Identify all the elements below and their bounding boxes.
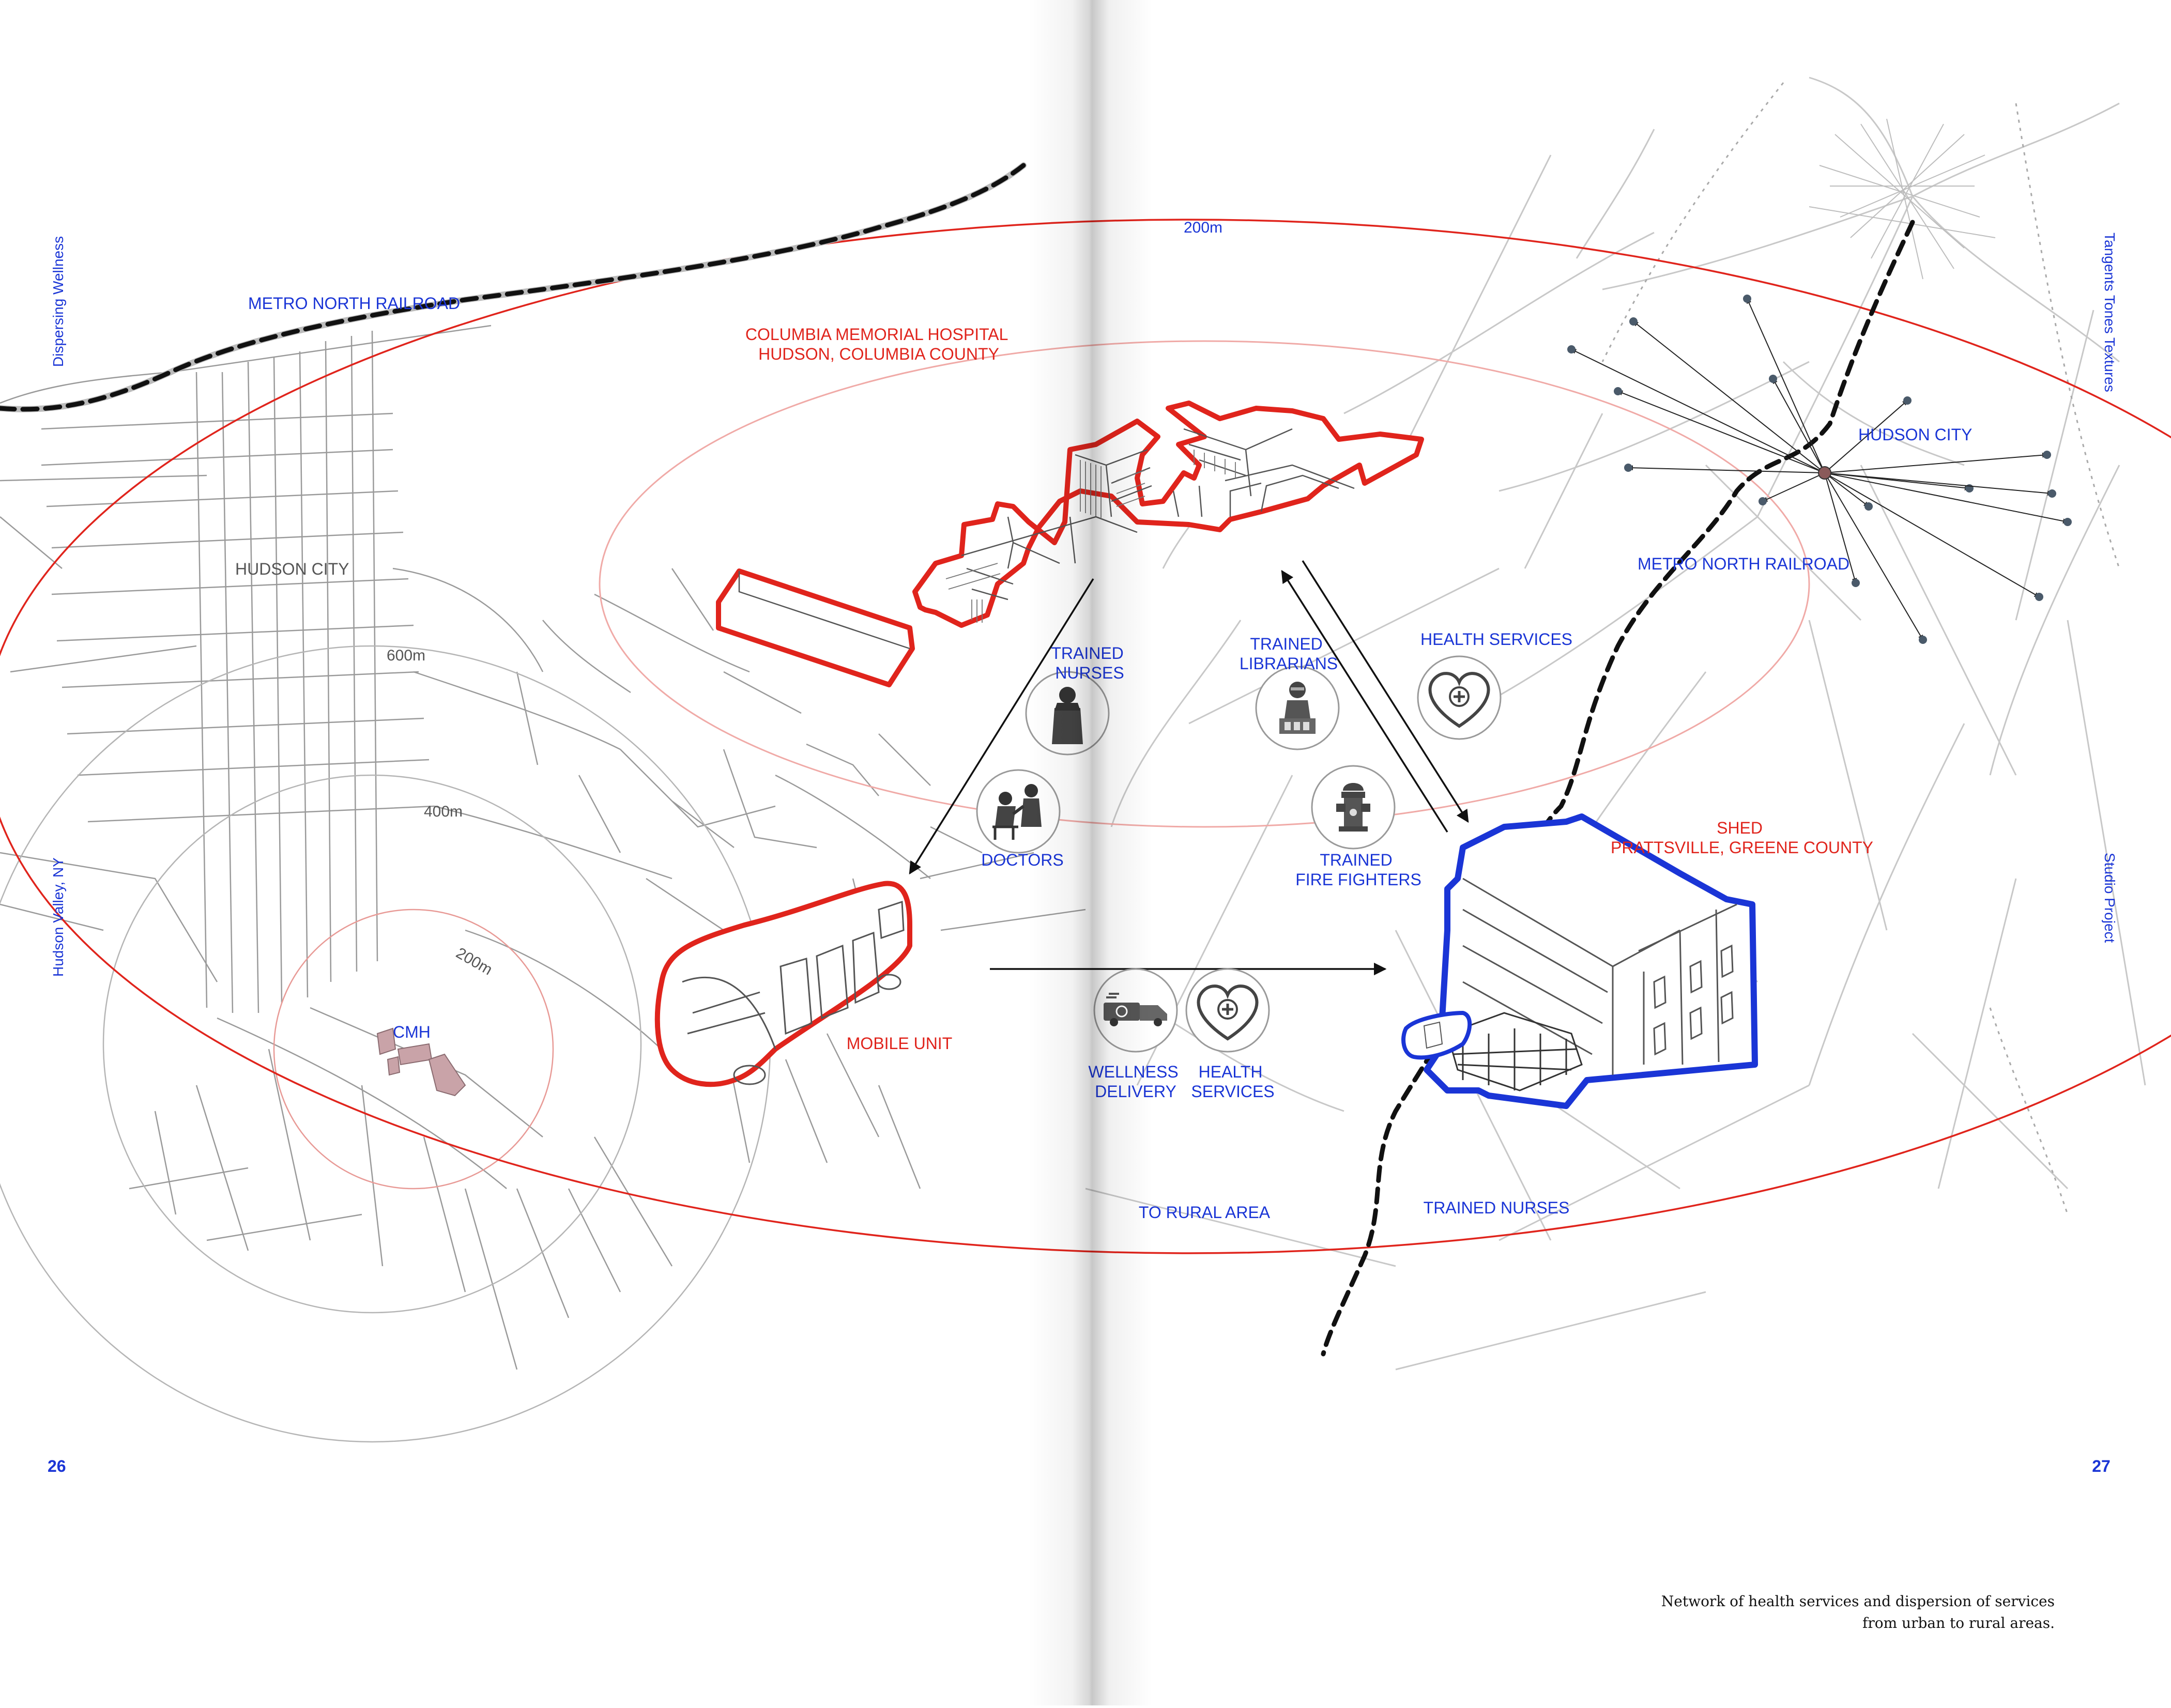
metro-north-railroad — [0, 162, 1915, 1357]
radial-link — [1633, 321, 1825, 473]
arrow-hospital-to-shed — [1302, 560, 1469, 823]
network-node — [2035, 593, 2043, 601]
radial-link — [1617, 390, 1825, 473]
network-node — [2048, 489, 2056, 498]
sidebar-bottom-right: Studio Project — [2102, 853, 2118, 943]
map-text: Dispersing Wellness Hudson Valley, NY Ta… — [48, 219, 2118, 1475]
network-node — [1567, 345, 1576, 353]
ring-hospital-area — [599, 340, 1810, 828]
health-services-top-label: HEALTH SERVICES — [1420, 630, 1572, 649]
caption-line-2: from urban to rural areas. — [1862, 1614, 2055, 1632]
heart-plus-icon — [1417, 655, 1502, 740]
trained-nurses-label: TRAINED NURSES — [1051, 644, 1128, 682]
radial-link — [1824, 472, 2053, 496]
columbia-memorial-hospital-building — [716, 401, 1424, 687]
delivery-truck-icon — [1093, 968, 1178, 1053]
radial-link — [1824, 400, 1908, 473]
ring-200m-small — [273, 909, 554, 1190]
network-node — [1614, 387, 1622, 395]
radial-link — [1772, 378, 1825, 473]
radial-link — [1628, 465, 1825, 473]
network-node — [1629, 317, 1638, 326]
heart-plus-icon — [1185, 968, 1270, 1053]
arrow-shed-to-hospital — [1281, 570, 1448, 833]
sidebar-top-right: Tangents Tones Textures — [2102, 233, 2118, 392]
network-node — [1769, 375, 1777, 383]
librarian-icon — [1255, 666, 1340, 750]
rural-tracks — [1601, 82, 2120, 1215]
trained-librarians-label: TRAINED LIBRARIANS — [1240, 635, 1338, 673]
hudson-city-label-right: HUDSON CITY — [1858, 425, 1972, 444]
network-node — [2043, 451, 2051, 459]
doctor-patient-icon — [976, 769, 1061, 854]
radial-link — [1571, 349, 1825, 473]
railroad-label-right: METRO NORTH RAILROAD — [1638, 555, 1849, 573]
fire-hydrant-icon — [1311, 765, 1396, 850]
trained-nurses-bottom-label: TRAINED NURSES — [1424, 1198, 1570, 1217]
sidebar-top-left: Dispersing Wellness — [50, 236, 66, 367]
hudson-city-label-left: HUDSON CITY — [235, 560, 349, 578]
network-node — [1624, 464, 1632, 472]
ring-400m — [102, 774, 642, 1314]
radial-link — [1747, 298, 1825, 473]
railroad-label-left: METRO NORTH RAILROAD — [248, 294, 460, 313]
sidebar-bottom-left: Hudson Valley, NY — [50, 857, 66, 977]
ring-200m-small-label: 200m — [453, 944, 495, 978]
ring-200m-large-label: 200m — [1184, 219, 1222, 236]
cmh-label: CMH — [393, 1023, 431, 1041]
page-number-left: 26 — [48, 1457, 66, 1475]
radial-link — [1824, 472, 2068, 524]
mobile-unit-label: MOBILE UNIT — [847, 1034, 952, 1053]
hospital-label: COLUMBIA MEMORIAL HOSPITAL HUDSON, COLUM… — [745, 325, 1012, 363]
service-icons — [976, 655, 1502, 1053]
trained-fire-fighters-label: TRAINED FIRE FIGHTERS — [1295, 851, 1421, 889]
flow-arrows — [909, 560, 1469, 976]
ring-600m-label: 600m — [387, 647, 425, 664]
arrow-hospital-to-mobile-unit — [909, 578, 1094, 875]
rural-road-network — [1085, 76, 2146, 1371]
network-node — [1759, 497, 1767, 505]
hudson-city-hub — [1818, 466, 1831, 480]
network-node — [1852, 579, 1860, 587]
hudson-street-map — [0, 325, 1086, 1370]
radial-link — [1824, 452, 2047, 473]
radial-link — [1824, 472, 1869, 507]
radial-link — [1762, 472, 1825, 502]
network-node — [1919, 636, 1927, 644]
hudson-city-cluster — [1809, 118, 1996, 280]
caption-line-1: Network of health services and dispersio… — [1661, 1593, 2055, 1610]
nurse-icon — [1025, 671, 1110, 756]
radial-link — [1824, 472, 1923, 640]
shed-building — [1401, 813, 1758, 1109]
network-node — [1903, 396, 1912, 405]
to-rural-area-label: TO RURAL AREA — [1139, 1203, 1271, 1222]
shed-label: SHED PRATTSVILLE, GREENE COUNTY — [1611, 819, 1873, 857]
network-node — [1864, 502, 1873, 511]
radial-link — [1824, 472, 1857, 583]
health-services-bottom-label: HEALTH SERVICES — [1191, 1063, 1274, 1101]
network-node — [1743, 295, 1751, 303]
network-node — [2063, 518, 2072, 526]
wellness-delivery-label: WELLNESS DELIVERY — [1088, 1063, 1183, 1101]
page-number-right: 27 — [2092, 1457, 2111, 1475]
figure-caption: Network of health services and dispersio… — [1486, 1591, 2055, 1634]
doctors-label: DOCTORS — [981, 851, 1063, 869]
mobile-unit-vehicle — [654, 881, 912, 1087]
cmh-building-footprints — [376, 1027, 466, 1097]
ring-400m-label: 400m — [424, 803, 463, 820]
hudson-city-radial-network — [1567, 295, 2072, 644]
radial-link — [1824, 472, 2040, 597]
ring-200m-large — [0, 219, 2171, 1254]
